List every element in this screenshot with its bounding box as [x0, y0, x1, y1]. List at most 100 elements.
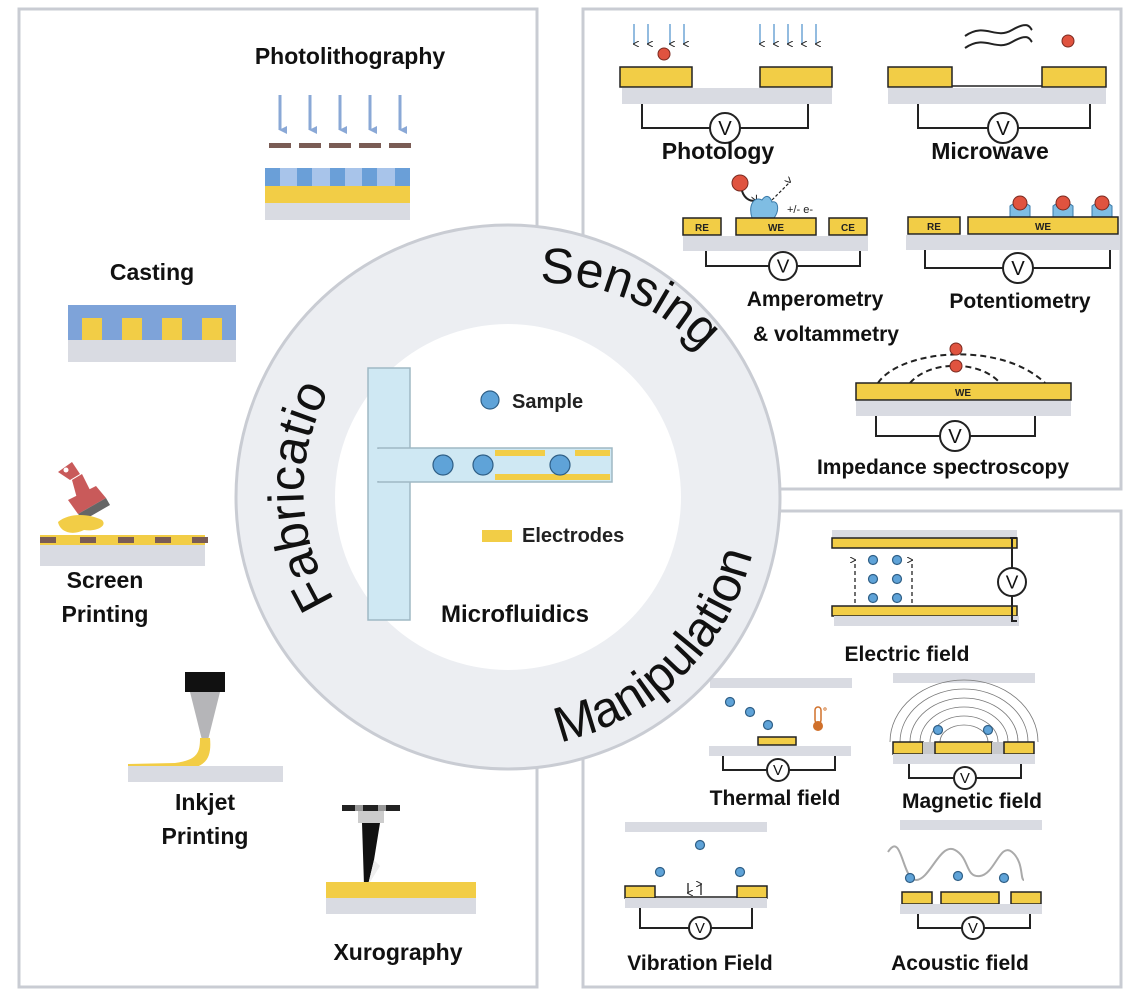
photoresist-segment [395, 168, 410, 186]
voltmeter-icon [688, 916, 712, 940]
screen-mask-segment [40, 537, 56, 543]
voltmeter-label: V [695, 921, 705, 937]
thermal-field-illustration: V Thermal field [709, 678, 852, 810]
photoresist-segment [362, 168, 377, 186]
magnetic-field-line [909, 697, 1019, 743]
voltmeter-circuit: V [722, 756, 836, 782]
circuit-wire [917, 914, 1031, 929]
voltmeter-icon [953, 766, 977, 790]
photology-label: Photology [662, 138, 775, 164]
magnetic-field-label: Magnetic field [902, 790, 1042, 813]
circuit-wire [875, 416, 1036, 437]
screen-mask-segment [192, 537, 208, 543]
microwave-label: Microwave [931, 138, 1049, 164]
analyte-dot [1094, 195, 1110, 211]
amperometry-label-line2: & voltammetry [753, 323, 899, 346]
particle-dot [867, 554, 879, 566]
screen-printing-label-line2: Printing [62, 601, 149, 627]
particle-dot [867, 573, 879, 585]
voltmeter-label: V [1006, 572, 1019, 593]
particle-dot [891, 573, 903, 585]
impedance-label: Impedance spectroscopy [817, 456, 1069, 479]
photomask-segment [269, 143, 291, 148]
voltmeter-icon [961, 916, 985, 940]
legend-sample-label: Sample [512, 391, 583, 413]
photoresist-segment [330, 168, 345, 186]
voltmeter-circuit: V [875, 416, 1036, 452]
photolithography-illustration: Photolithography [255, 43, 445, 220]
magnetic-field-line [899, 688, 1029, 743]
particle-dot [891, 592, 903, 604]
squeegee-icon [58, 462, 110, 520]
voltmeter-label: V [968, 921, 978, 937]
voltmeter-label: V [960, 771, 970, 787]
analyte-dot [1012, 195, 1028, 211]
voltmeter-icon [987, 112, 1019, 144]
circuit-wire [908, 764, 1022, 779]
xurography-label: Xurography [333, 939, 462, 965]
we-electrode-label: WE [1035, 222, 1051, 233]
circuit-wire [722, 756, 836, 771]
thermometer-icon [813, 706, 827, 731]
we-electrode-label: WE [768, 223, 784, 234]
photomask-segment [389, 143, 411, 148]
legend-electrodes-label: Electrodes [522, 525, 624, 547]
voltmeter-label: V [773, 763, 783, 779]
voltmeter-icon [766, 758, 790, 782]
potentiometry-illustration: RE WE V Potentiometry [906, 195, 1120, 313]
voltmeter-label: V [996, 118, 1010, 140]
circuit-wire [705, 251, 861, 267]
re-electrode-label: RE [927, 222, 941, 233]
photomask-segment [329, 143, 351, 148]
voltmeter-label: V [718, 118, 732, 140]
electric-field-label: Electric field [845, 643, 970, 666]
photology-illustration: V Photology [619, 24, 833, 164]
voltmeter-label: V [777, 256, 790, 277]
voltmeter-icon [997, 567, 1027, 597]
magnetic-field-line [939, 724, 989, 743]
we-electrode-label: WE [955, 388, 971, 399]
inkjet-printing-label-line1: Inkjet [175, 789, 235, 815]
circuit-wire [917, 104, 1091, 129]
voltmeter-icon [709, 112, 741, 144]
photomask-segment [299, 143, 321, 148]
microwave-illustration: V Microwave [887, 24, 1107, 164]
electrode-legend-icon [482, 530, 512, 542]
voltmeter-circuit: V [924, 250, 1111, 284]
voltmeter-circuit: V [917, 914, 1031, 940]
vibration-field-label: Vibration Field [627, 952, 772, 975]
impedance-illustration: WE V Impedance spectroscopy [817, 342, 1072, 479]
ce-electrode-label: CE [841, 223, 855, 234]
inkjet-printing-label-line2: Printing [162, 823, 249, 849]
circuit-wire [639, 908, 753, 929]
voltmeter-circuit: V [639, 908, 753, 940]
screen-mask-segment [155, 537, 171, 543]
voltmeter-icon [768, 251, 798, 281]
circuit-wire [924, 250, 1111, 269]
microfluidics-title: Microfluidics [441, 601, 589, 628]
magnetic-field-line [919, 706, 1009, 743]
microfluidic-channel-illustration: Sample Electrodes Microfluidics [367, 367, 624, 628]
screen-printing-illustration: Screen Printing [40, 462, 208, 627]
voltmeter-circuit: V [705, 251, 861, 281]
magnetic-field-line [889, 679, 1039, 743]
voltmeter-circuit: V [908, 764, 1022, 790]
voltmeter-label: V [948, 426, 962, 448]
screen-mask-segment [118, 537, 134, 543]
voltmeter-icon [939, 420, 971, 452]
electric-field-illustration: V Electric field [831, 530, 1027, 666]
sample-legend-icon [480, 390, 500, 410]
amperometry-illustration: +/- e- RE WE CE V Amperometry & voltamme… [682, 174, 899, 346]
voltmeter-label: V [1011, 258, 1025, 280]
analyte-dot [1055, 195, 1071, 211]
circuit-wire [641, 104, 809, 129]
particle-dot [867, 592, 879, 604]
voltmeter-circuit: V [917, 104, 1091, 144]
acoustic-field-label: Acoustic field [891, 952, 1029, 975]
voltmeter-icon [1002, 252, 1034, 284]
inkjet-nozzle-icon [185, 672, 225, 692]
wave-icon [964, 24, 1033, 37]
magnetic-field-illustration: V Magnetic field [889, 673, 1042, 813]
screen-mask-segment [80, 537, 96, 543]
